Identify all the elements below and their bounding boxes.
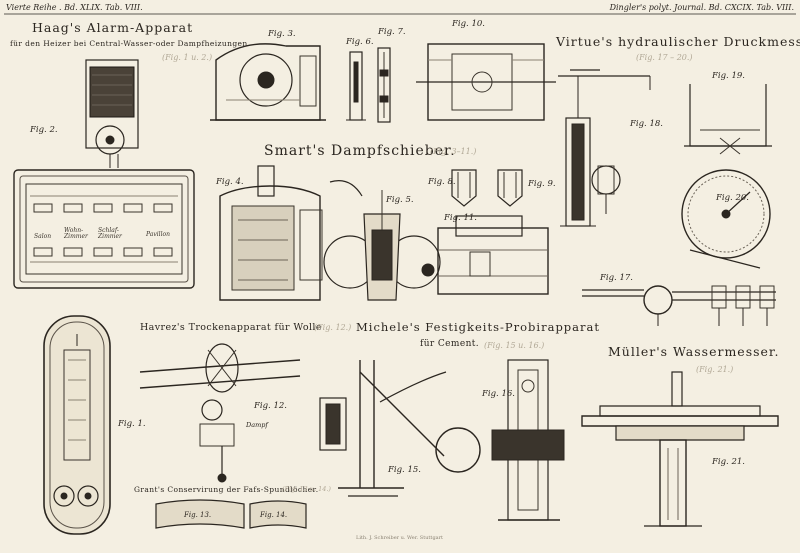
fig7-label: Fig. 7. (378, 27, 406, 37)
fig4-drawing (219, 165, 323, 301)
fig13-label: Fig. 13. (184, 511, 212, 519)
fig15-label: Fig. 15. (388, 465, 421, 475)
fig21-label: Fig. 21. (712, 457, 745, 467)
virtue-figref: (Fig. 17 – 20.) (636, 53, 693, 62)
fig16-drawing (491, 359, 565, 521)
mueller-title: Müller's Wassermesser. (608, 344, 780, 359)
fig8-label: Fig. 8. (428, 177, 456, 187)
fig5-label: Fig. 5. (386, 195, 414, 205)
fig3-label: Fig. 3. (268, 29, 296, 39)
haag-subtitle: für den Heizer bei Central-Wasser-oder D… (10, 39, 251, 48)
fig5-drawing (323, 180, 441, 301)
fig10-drawing (416, 43, 556, 121)
smart-title: Smart's Dampfschieber. (264, 143, 456, 159)
fig20-label: Fig. 20. (716, 193, 749, 203)
michele-subtitle: für Cement. (420, 339, 480, 349)
fig15-drawing (319, 360, 481, 497)
haag-title: Haag's Alarm-Apparat (32, 20, 194, 35)
fig6-fig7-drawing (346, 47, 391, 123)
fig19-label: Fig. 19. (712, 71, 745, 81)
panel-label-schlafzimmer: Schlaf-Zimmer (98, 227, 122, 240)
michele-figref: (Fig. 15 u. 16.) (484, 341, 545, 350)
fig8-fig9-drawing (451, 169, 523, 207)
fig11-label: Fig. 11. (444, 213, 477, 223)
haag-figref: (Fig. 1 u. 2.) (162, 53, 213, 62)
havrez-figref: (Fig. 12.) (314, 323, 352, 332)
havrez-title: Havrez's Trockenapparat für Wolle (140, 322, 322, 333)
fig1-drawing (43, 315, 111, 535)
panel-label-salon: Salon (34, 233, 52, 240)
fig14-label: Fig. 14. (260, 511, 288, 519)
alarm-panel-drawing (13, 169, 195, 289)
fig1-label: Fig. 1. (118, 419, 146, 429)
fig9-label: Fig. 9. (528, 179, 556, 189)
fig6-label: Fig. 6. (346, 37, 374, 47)
fig12-drawing (139, 343, 301, 483)
fig16-label: Fig. 16. (482, 389, 515, 399)
fig21-drawing (581, 371, 779, 527)
panel-label-wohnzimmer: Wohn-Zimmer (64, 227, 88, 240)
panel-label-pavillon: Pavillon (146, 231, 170, 238)
fig13-fig14-drawing (155, 499, 307, 529)
fig18-label: Fig. 18. (630, 119, 663, 129)
virtue-title: Virtue's hydraulischer Druckmesser. (556, 34, 800, 49)
fig4-label: Fig. 4. (216, 177, 244, 187)
header-left: Vierte Reihe . Bd. XLIX. Tab. VIII. (6, 3, 143, 12)
grant-figref: (Fig. 13 u. 14.) (282, 485, 331, 493)
fig18-drawing (558, 69, 651, 227)
fig19-drawing (684, 84, 772, 155)
fig2-drawing (85, 59, 139, 168)
header-right: Dingler's polyt. Journal. Bd. CXCIX. Tab… (609, 3, 794, 12)
mueller-figref: (Fig. 21.) (696, 365, 734, 374)
fig20-drawing (681, 169, 771, 269)
lithographer-credit: Lith. J. Schreiber u. Wer. Stuttgart (356, 535, 444, 541)
fig17-drawing (582, 285, 776, 326)
smart-figref: (Fig. 3–11.) (430, 147, 477, 156)
grant-title: Grant's Conservirung der Fafs-Spundlöche… (134, 485, 319, 494)
michele-title: Michele's Festigkeits-Probirapparat (356, 320, 600, 334)
fig2-label: Fig. 2. (30, 125, 58, 135)
dampf-annotation: Dampf (246, 421, 268, 429)
fig12-label: Fig. 12. (254, 401, 287, 411)
fig11-drawing (437, 215, 549, 295)
fig3-drawing (210, 43, 326, 121)
fig10-label: Fig. 10. (452, 19, 485, 29)
fig17-label: Fig. 17. (600, 273, 633, 283)
